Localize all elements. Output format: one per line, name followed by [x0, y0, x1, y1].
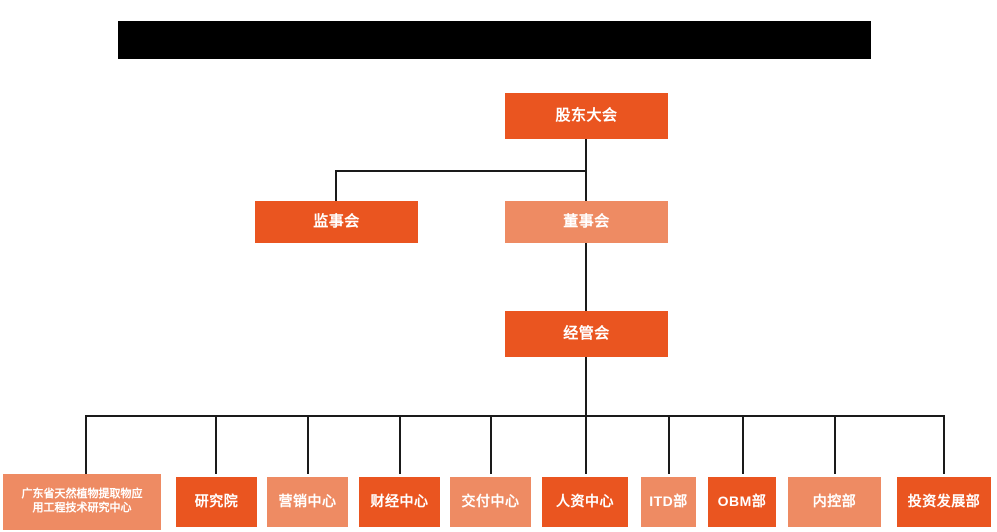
node-marketing-center-label: 营销中心 — [278, 493, 337, 510]
connector-to-delivery-center — [490, 415, 492, 474]
connector-board-to-management — [585, 243, 587, 311]
node-investment-development-department-label: 投资发展部 — [907, 493, 981, 510]
connector-to-finance-center — [399, 415, 401, 474]
node-itd-department-label: ITD部 — [649, 493, 688, 510]
node-investment-development-department[interactable]: 投资发展部 — [897, 477, 991, 527]
node-research-institute[interactable]: 研究院 — [176, 477, 257, 527]
node-internal-control-department[interactable]: 内控部 — [788, 477, 881, 527]
node-board-of-directors[interactable]: 董事会 — [505, 201, 668, 243]
connector-to-board-of-directors — [585, 170, 587, 201]
node-engineering-research-center-label-line2: 用工程技术研究中心 — [32, 502, 132, 514]
redacted-title-banner — [118, 21, 871, 59]
connector-management-stem — [585, 357, 587, 416]
connector-shareholders-stem — [585, 139, 587, 171]
node-engineering-research-center[interactable]: 广东省天然植物提取物应 用工程技术研究中心 — [3, 474, 161, 530]
connector-to-engineering-research-center — [85, 415, 87, 474]
node-research-institute-label: 研究院 — [194, 493, 239, 510]
node-internal-control-department-label: 内控部 — [812, 493, 857, 510]
node-hr-center-label: 人资中心 — [556, 493, 614, 510]
node-obm-department[interactable]: OBM部 — [708, 477, 776, 527]
connector-departments-bus — [85, 415, 944, 417]
node-management-committee[interactable]: 经管会 — [505, 311, 668, 357]
node-marketing-center[interactable]: 营销中心 — [267, 477, 348, 527]
node-management-committee-label: 经管会 — [563, 324, 610, 342]
connector-to-research-institute — [215, 415, 217, 474]
node-itd-department[interactable]: ITD部 — [641, 477, 696, 527]
connector-level1-bus — [335, 170, 587, 172]
connector-to-obm-department — [742, 415, 744, 474]
node-engineering-research-center-label-line1: 广东省天然植物提取物应 — [21, 488, 143, 501]
connector-to-itd-department — [668, 415, 670, 474]
node-supervisory-board-label: 监事会 — [313, 212, 360, 230]
connector-to-marketing-center — [307, 415, 309, 474]
node-delivery-center-label: 交付中心 — [461, 493, 520, 510]
connector-to-investment-development-department — [943, 415, 945, 474]
node-board-of-directors-label: 董事会 — [563, 212, 610, 230]
node-delivery-center[interactable]: 交付中心 — [450, 477, 531, 527]
node-finance-center[interactable]: 财经中心 — [359, 477, 440, 527]
connector-to-supervisory-board — [335, 170, 337, 201]
node-shareholders-meeting[interactable]: 股东大会 — [505, 93, 668, 139]
connector-to-internal-control-department — [834, 415, 836, 474]
node-finance-center-label: 财经中心 — [370, 493, 429, 510]
connector-to-hr-center — [585, 415, 587, 474]
node-obm-department-label: OBM部 — [717, 493, 767, 510]
node-shareholders-meeting-label: 股东大会 — [555, 106, 618, 124]
node-supervisory-board[interactable]: 监事会 — [255, 201, 418, 243]
node-hr-center[interactable]: 人资中心 — [542, 477, 628, 527]
